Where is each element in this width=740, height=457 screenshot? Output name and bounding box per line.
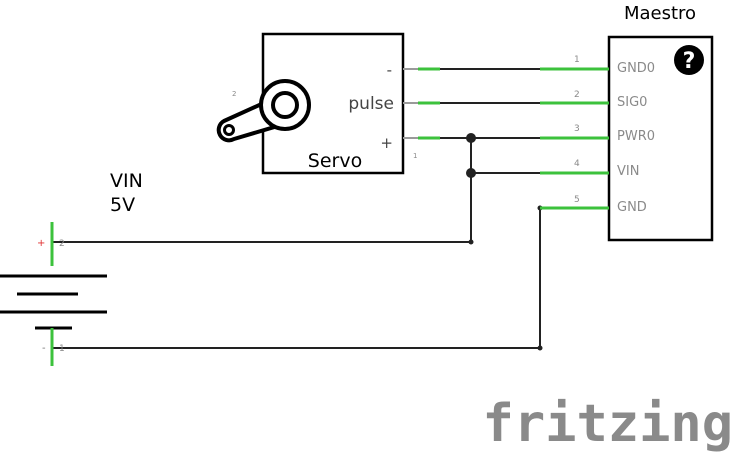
- battery-value: 5V: [110, 194, 135, 216]
- maestro-pin-label: GND: [617, 200, 647, 215]
- servo-pin-pulse: pulse: [348, 94, 394, 114]
- battery-minus-num: 1: [59, 344, 65, 354]
- battery-name: VIN: [110, 170, 143, 192]
- maestro-pin-label: SIG0: [617, 95, 647, 110]
- junction-dot: [466, 168, 476, 178]
- svg-text:?: ?: [683, 49, 696, 74]
- maestro-pin-label: PWR0: [617, 129, 655, 144]
- junction-dot: [466, 133, 476, 143]
- battery-part[interactable]: VIN 5V + 2 - 1: [0, 170, 143, 366]
- maestro-pin-number: 3: [574, 124, 580, 134]
- maestro-pin-number: 2: [574, 90, 580, 100]
- maestro-board[interactable]: Maestro ? GND0 SIG0 PWR0 VIN GND 1 2 3 4…: [574, 3, 714, 242]
- maestro-pin-number: 1: [574, 55, 580, 65]
- battery-plus-num: 2: [59, 239, 65, 249]
- junction-dot: [468, 239, 474, 245]
- servo-part[interactable]: 2 1 - pulse + Servo: [216, 32, 418, 175]
- maestro-pin-label: GND0: [617, 61, 655, 76]
- servo-pin-minus: -: [387, 61, 392, 79]
- battery-minus-sign: -: [42, 343, 46, 354]
- servo-title: Servo: [308, 150, 362, 172]
- help-icon[interactable]: ?: [674, 45, 704, 75]
- servo-num-top: 2: [232, 90, 236, 98]
- junction-dot: [537, 345, 543, 351]
- servo-pin-plus: +: [380, 134, 393, 152]
- fritzing-watermark: fritzing: [483, 394, 733, 454]
- battery-plus-sign: +: [37, 238, 45, 249]
- maestro-pin-number: 4: [574, 159, 580, 169]
- maestro-pin-number: 5: [574, 195, 580, 205]
- servo-num-bottom: 1: [413, 152, 417, 160]
- maestro-title: Maestro: [624, 3, 696, 24]
- maestro-pin-label: VIN: [617, 164, 639, 179]
- pin-stubs: [403, 67, 609, 210]
- servo-horn-icon: [216, 79, 311, 143]
